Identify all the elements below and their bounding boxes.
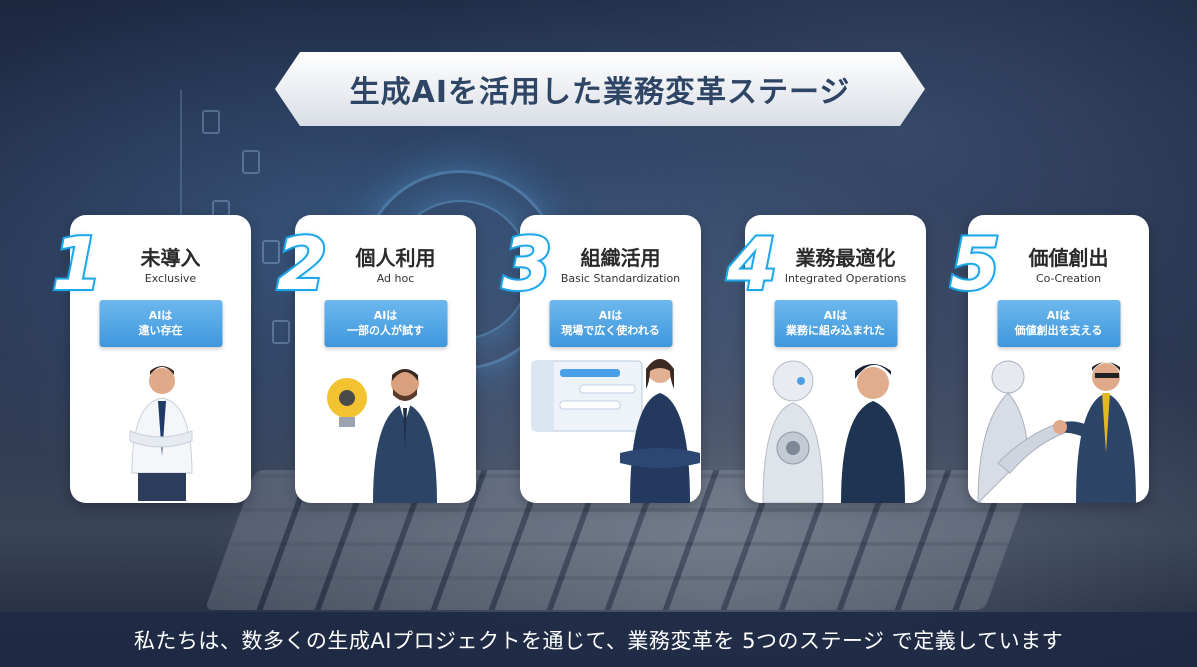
robot-handshake-illustration	[968, 353, 1149, 505]
stage-badge: AIは 一部の人が試す	[324, 300, 447, 347]
badge-line-1: AIは	[823, 309, 848, 322]
footer-bar: 私たちは、数多くの生成AIプロジェクトを通じて、業務変革を 5つのステージ で定…	[0, 612, 1197, 667]
stage-number-2: 2	[275, 222, 329, 306]
stage-number-1: 1	[50, 222, 104, 306]
stage-subtitle: Exclusive	[144, 272, 197, 285]
businessman-arms-crossed-illustration	[70, 353, 251, 503]
stage-subtitle: Integrated Operations	[784, 272, 907, 285]
stage-card-3: 組織活用 Basic Standardization AIは 現場で広く使われる	[520, 215, 701, 503]
stage-card-5: 価値創出 Co-Creation AIは 価値創出を支える	[968, 215, 1149, 505]
stage-number-3: 3	[500, 222, 554, 306]
badge-line-2: 一部の人が試す	[347, 324, 424, 337]
badge-line-1: AIは	[373, 309, 398, 322]
stage-title: 業務最適化	[795, 246, 896, 270]
badge-line-2: 遠い存在	[138, 324, 183, 337]
stage-badge: AIは 価値創出を支える	[997, 300, 1120, 347]
badge-line-1: AIは	[148, 309, 173, 322]
badge-line-2: 現場で広く使われる	[561, 324, 660, 337]
robot-and-man-illustration	[745, 353, 926, 504]
badge-line-2: 価値創出を支える	[1014, 324, 1103, 337]
stage-number-5: 5	[948, 222, 1002, 306]
footer-caption: 私たちは、数多くの生成AIプロジェクトを通じて、業務変革を 5つのステージ で定…	[133, 628, 1064, 653]
stage-card-2: 個人利用 Ad hoc AIは 一部の人が試す	[295, 215, 476, 503]
businessman-lightbulb-illustration	[295, 353, 476, 503]
stage-card-1: 未導入 Exclusive AIは 遠い存在	[70, 215, 251, 503]
badge-line-1: AIは	[598, 309, 623, 322]
title-banner: 生成AIを活用した業務変革ステージ	[275, 52, 925, 126]
stage-number-4: 4	[725, 222, 779, 306]
stage-badge: AIは 現場で広く使われる	[549, 300, 672, 347]
stage-title: 未導入	[140, 246, 201, 270]
stage-card-4: 業務最適化 Integrated Operations AIは 業務に組み込まれ…	[745, 215, 926, 504]
businesswoman-chat-ui-illustration	[520, 353, 701, 503]
title-banner-shape	[275, 52, 925, 126]
stage-badge: AIは 業務に組み込まれた	[774, 300, 897, 347]
stage-badge: AIは 遠い存在	[99, 300, 222, 347]
badge-line-1: AIは	[1046, 309, 1071, 322]
stage-subtitle: Basic Standardization	[560, 272, 681, 285]
stage-title: 組織活用	[580, 246, 661, 270]
page-title: 生成AIを活用した業務変革ステージ	[349, 75, 851, 110]
stage-title: 個人利用	[355, 246, 436, 270]
stage-subtitle: Ad hoc	[376, 272, 415, 285]
badge-line-2: 業務に組み込まれた	[786, 324, 885, 337]
stage-subtitle: Co-Creation	[1035, 272, 1102, 285]
gear-icon	[339, 390, 355, 406]
stage-title: 価値創出	[1028, 246, 1109, 270]
